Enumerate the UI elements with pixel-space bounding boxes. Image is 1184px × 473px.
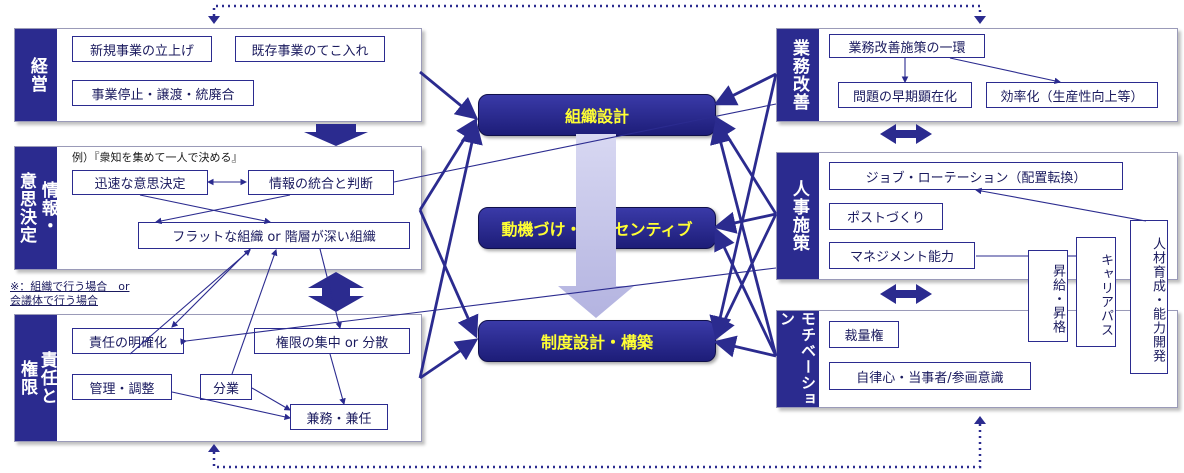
keiei-header: 経営 [15,29,57,121]
sekinin-item-management: 管理・調整 [72,374,172,400]
note-line2: 会議体で行う場合 [10,294,98,307]
jinji-item-post-creation: ポストづくり [829,203,943,230]
jinji-item-management-skill: マネジメント能力 [829,242,975,269]
mochi-item-discretion: 裁量権 [829,321,899,348]
vertical-talent-development: 人材育成・能力開発 [1130,220,1168,374]
thick-arrows-left [418,70,483,380]
left-block-arrow-2 [308,272,364,312]
sekinin-item-concurrent-post: 兼務・兼任 [290,404,388,430]
keiei-item-new-business: 新規事業の立上げ [72,36,212,62]
keiei-item-existing-business: 既存事業のてこ入れ [235,36,385,62]
ishi-item-information-integration: 情報の統合と判断 [248,170,394,195]
keiei-item-stop-business: 事業停止・譲渡・統廃合 [72,80,254,106]
right-block-arrow-1 [880,124,932,144]
gyomu-item-part-of-improvement: 業務改善施策の一環 [829,34,985,58]
gyomu-item-early-detection: 問題の早期顕在化 [838,82,972,108]
ishi-header: 情報・ 意思決定 [15,147,58,269]
center-down-arrow [558,134,634,318]
thick-arrows-right [709,72,778,358]
mochi-header: モチベーション [777,311,819,407]
ishi-panel: 情報・ 意思決定 [14,146,422,270]
dotted-loop-top [212,4,982,22]
gyomu-item-efficiency: 効率化（生産性向上等） [986,82,1158,108]
right-block-arrow-2 [880,284,932,304]
ishi-item-flat-organization: フラットな組織 or 階層が深い組織 [138,222,410,249]
dotted-arrowhead-right-top [974,16,986,24]
sekinin-item-responsibility: 責任の明確化 [72,328,184,354]
vertical-career-path: キャリアパス [1076,237,1116,347]
dotted-arrowhead-left-bottom [208,444,220,452]
note-line1: ※：組織で行う場合 or [10,280,130,293]
left-block-arrow-1 [304,124,368,146]
vertical-promotion: 昇給・昇格 [1028,250,1068,342]
sekinin-item-division-of-labor: 分業 [200,374,252,400]
sekinin-header: 責任と 権限 [15,315,57,441]
thin-arrows-right [901,57,1147,257]
dotted-arrowhead-left-top [208,16,220,24]
thin-arrows-left [129,103,777,421]
dotted-arrowhead-right-bottom [974,416,986,424]
jinji-header: 人事施策 [777,153,819,279]
gyomu-header: 業務改善 [777,29,819,121]
ishi-item-quick-decision: 迅速な意思決定 [72,170,208,195]
ishi-example: 例）『衆知を集めて一人で決める』 [72,151,243,164]
jinji-item-job-rotation: ジョブ・ローテーション（配置転換） [829,162,1123,190]
center-organization-design: 組織設計 [478,94,716,136]
center-system-design: 制度設計・構築 [478,320,716,362]
dotted-loop-bottom [212,418,982,469]
mochi-item-autonomy: 自律心・当事者/参画意識 [829,362,1031,390]
sekinin-item-authority: 権限の集中 or 分散 [254,328,410,354]
